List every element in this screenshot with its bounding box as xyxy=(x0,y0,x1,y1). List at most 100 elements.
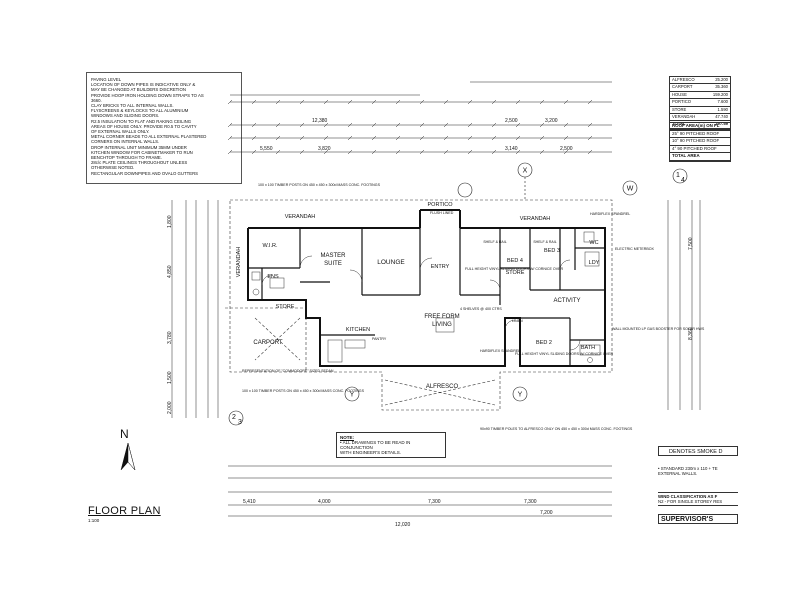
dimension-tick xyxy=(467,122,473,128)
area-row: TOTAL 297.59 xyxy=(670,121,730,129)
room-kitchen: KITCHEN xyxy=(346,327,370,333)
area-value: 47.740 xyxy=(715,113,728,119)
grid-marker-labels: X W 1 4 2 3 Y Y xyxy=(232,168,685,427)
annotation-full-height2: FULL HEIGHT VINYL SLIDING DOORS W/ CORNI… xyxy=(515,352,614,356)
area-value: 297.59 xyxy=(715,121,728,127)
roof-area-row: 4° 90 PITCHED ROOF xyxy=(670,146,730,153)
dimension-tick xyxy=(251,149,257,155)
plan-scale: 1:100 xyxy=(88,518,100,523)
right-dimension-lines xyxy=(667,200,701,410)
dimension-tick xyxy=(275,122,281,128)
room-portico: PORTICO xyxy=(428,202,454,208)
dimension-label: 2,000 xyxy=(167,401,173,414)
dimension-tick xyxy=(563,135,569,141)
room-ldy: LDY xyxy=(589,260,600,266)
area-name: STORE xyxy=(672,106,687,112)
room-carport: CARPORT xyxy=(253,340,283,346)
shelf-rail-left: SHELF & RAIL xyxy=(483,240,506,244)
room-bath: BATH xyxy=(581,345,595,351)
room-lounge: LOUNGE xyxy=(377,259,405,266)
dimension-tick xyxy=(419,135,425,141)
note-line: OTHERWISE NOTED. xyxy=(91,165,135,171)
roof-area-row: 10° 90 PITCHED ROOF xyxy=(670,138,730,146)
shelf-rail-right: SHELF & RAIL xyxy=(533,240,556,244)
note-line: MAY BE CHANGED AT BUILDERS DISCRETION xyxy=(91,87,186,93)
grid-marker-4: 4 xyxy=(681,177,685,184)
grid-marker-3: 3 xyxy=(238,419,242,426)
dimension-tick xyxy=(539,99,545,105)
area-name: CARPORT xyxy=(672,84,693,90)
note-line: KITCHEN WINDOW FOR CABINETMAKER TO RUN xyxy=(91,149,193,155)
room-bed4: BED 4 xyxy=(507,258,523,264)
grid-marker-2: 2 xyxy=(232,414,236,421)
north-arrow xyxy=(120,442,136,471)
grid-markers xyxy=(228,162,688,426)
area-row: VERANDAH 47.740 xyxy=(670,113,730,122)
dimension-tick xyxy=(443,99,449,105)
dimension-tick xyxy=(419,122,425,128)
grid-marker-y: Y xyxy=(350,392,355,399)
brick-note: • STANDARD 230m x 110 + TE EXTERNAL WALL… xyxy=(658,466,718,476)
dimension-tick xyxy=(227,149,233,155)
area-name: VERANDAH xyxy=(672,113,696,119)
dimension-label: 8,360 xyxy=(688,327,694,340)
room-master: MASTER xyxy=(320,253,346,259)
room-suite: SUITE xyxy=(324,261,342,267)
area-name: TOTAL xyxy=(672,121,686,127)
dimension-label: 7,300 xyxy=(524,499,537,505)
area-row: HOUSE 159.200 xyxy=(670,91,730,100)
note-line: 28c/c PLATE CEILINGS THROUGHOUT UNLESS xyxy=(91,160,188,166)
roof-area-table: ROOF AREA(m) ON FL 25° 90 PITCHED ROOF 1… xyxy=(669,122,731,162)
dimension-tick xyxy=(491,149,497,155)
dimension-label: 2,500 xyxy=(505,118,518,124)
grid-marker-y: Y xyxy=(518,392,523,399)
dimension-tick xyxy=(227,122,233,128)
dimension-tick xyxy=(443,135,449,141)
dimension-tick xyxy=(467,149,473,155)
room-labels: VERANDAH VERANDAH VERANDAH PORTICO W.I.R… xyxy=(236,202,600,390)
room-activity: ACTIVITY xyxy=(553,298,580,304)
note-heading: NOTE: xyxy=(340,435,354,440)
dimension-tick xyxy=(587,122,593,128)
dimension-tick xyxy=(227,135,233,141)
dimension-tick xyxy=(491,122,497,128)
dimension-tick xyxy=(347,149,353,155)
annotation-full-height: FULL HEIGHT VINYL SLIDING DOORS W/ CORNI… xyxy=(465,267,564,271)
dimension-label: 3,780 xyxy=(167,331,173,344)
dimension-label: 3,200 xyxy=(545,118,558,124)
room-bed3: BED 3 xyxy=(544,248,560,254)
dimension-tick xyxy=(491,135,497,141)
dimension-tick xyxy=(323,122,329,128)
room-entry: ENTRY xyxy=(431,264,450,270)
note-line: OF EXTERNAL WALLS ONLY. xyxy=(91,129,150,135)
dimension-tick xyxy=(371,122,377,128)
area-value: 1.590 xyxy=(717,106,728,112)
annotation-timber-bottom: 90x90 TIMBER POLES TO ALFRESCO ONLY ON 4… xyxy=(480,427,633,431)
area-name: ALFRESCO xyxy=(672,77,695,82)
dimension-tick xyxy=(563,149,569,155)
engineer-note-box: NOTE: • ALL DRAWINGS TO BE READ IN CONJU… xyxy=(336,432,446,458)
area-value: 159.200 xyxy=(712,91,728,97)
dimension-label: 4,000 xyxy=(318,499,331,505)
dimension-label: 5,550 xyxy=(260,146,273,152)
top-dimension-text: 12,380 5,550 3,820 2,500 3,200 3,140 2,5… xyxy=(260,118,573,152)
supervisor-box: SUPERVISOR'S xyxy=(658,514,738,524)
dimension-tick xyxy=(419,99,425,105)
room-living: LIVING xyxy=(432,322,452,328)
wind-line: WIND CLASSIFICATION AS F xyxy=(658,494,718,499)
area-name: HOUSE xyxy=(672,91,687,97)
fixtures xyxy=(251,231,601,363)
dimension-tick xyxy=(275,99,281,105)
note-line: LOCATION OF DOWN PIPES IS INDICATIVE ONL… xyxy=(91,82,196,88)
note-line: • ALL DRAWINGS TO BE READ IN CONJUNCTION xyxy=(340,440,411,450)
dimension-tick xyxy=(443,122,449,128)
dimension-tick xyxy=(419,149,425,155)
note-line: RECTANGULAR DOWNPIPES AND OVALO GUTTERS xyxy=(91,170,199,176)
dimension-tick xyxy=(251,99,257,105)
dimension-tick xyxy=(539,135,545,141)
room-store2: STORE xyxy=(506,270,525,276)
